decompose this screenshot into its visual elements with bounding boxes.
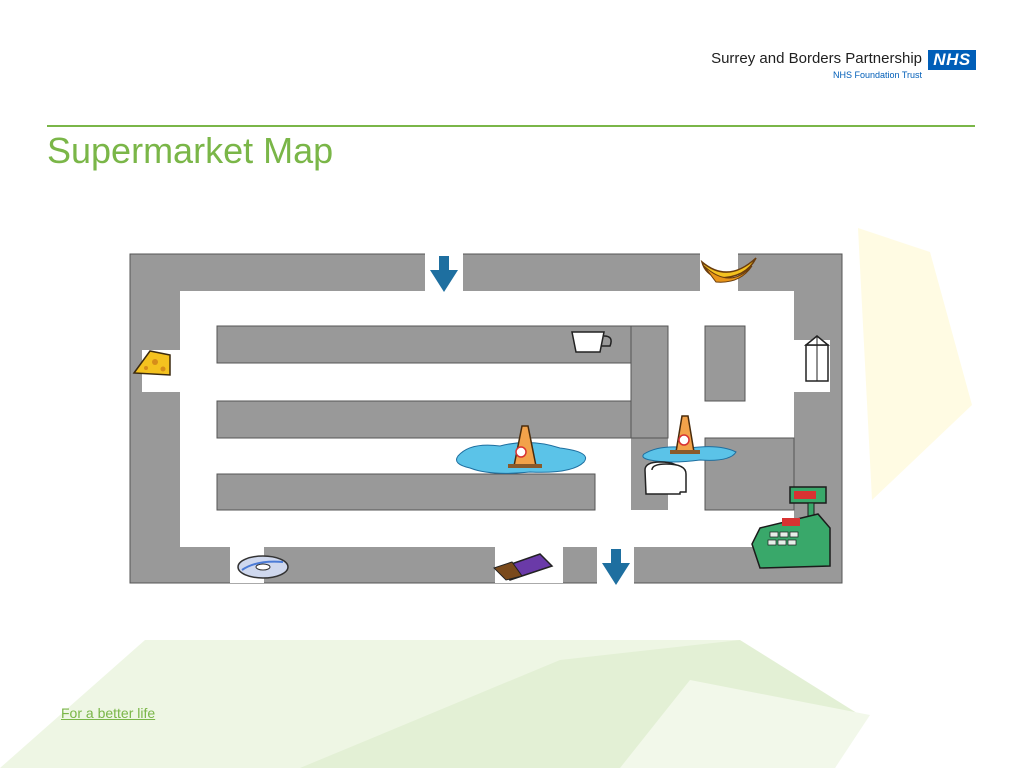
cheese-icon <box>132 350 171 376</box>
shelf-2 <box>216 400 632 439</box>
title-divider <box>47 125 975 127</box>
corridor-row-1 <box>217 363 631 401</box>
cup-icon <box>571 331 612 353</box>
org-subtitle: NHS Foundation Trust <box>832 70 922 80</box>
green-shape-right <box>620 680 870 768</box>
nhs-logo: NHS <box>928 50 976 70</box>
corridor-row-2-drop <box>595 474 631 510</box>
corridor-bottom <box>180 510 794 547</box>
bread-icon <box>644 461 687 495</box>
shelves <box>216 325 795 511</box>
entrance-down-arrow <box>430 256 458 292</box>
yellow-shape <box>858 228 972 500</box>
shelf-right-small <box>704 325 746 402</box>
milk-icon <box>803 335 831 382</box>
organisation-logo: Surrey and Borders Partnership NHS Found… <box>640 44 980 84</box>
org-name: Surrey and Borders Partnership <box>711 50 922 67</box>
cd-icon <box>237 555 289 579</box>
page-title: Supermarket Map <box>47 130 334 171</box>
wet-floor-hazard-left <box>456 425 586 474</box>
wet-floor-cone-icon <box>670 415 700 454</box>
exit-down-arrow <box>602 549 630 585</box>
cash-register-icon <box>751 486 831 569</box>
corridor-left <box>180 291 217 547</box>
shelf-1-end <box>630 325 669 439</box>
wet-floor-hazard-right <box>642 415 737 463</box>
wet-floor-cone-icon <box>508 425 542 468</box>
chocolate-icon <box>493 553 554 581</box>
bananas-icon <box>700 257 757 283</box>
corridor-top <box>180 291 794 326</box>
footer-tagline-link[interactable]: For a better life <box>61 705 156 721</box>
shelf-3 <box>216 473 596 511</box>
corridor-right-upper <box>745 291 794 401</box>
